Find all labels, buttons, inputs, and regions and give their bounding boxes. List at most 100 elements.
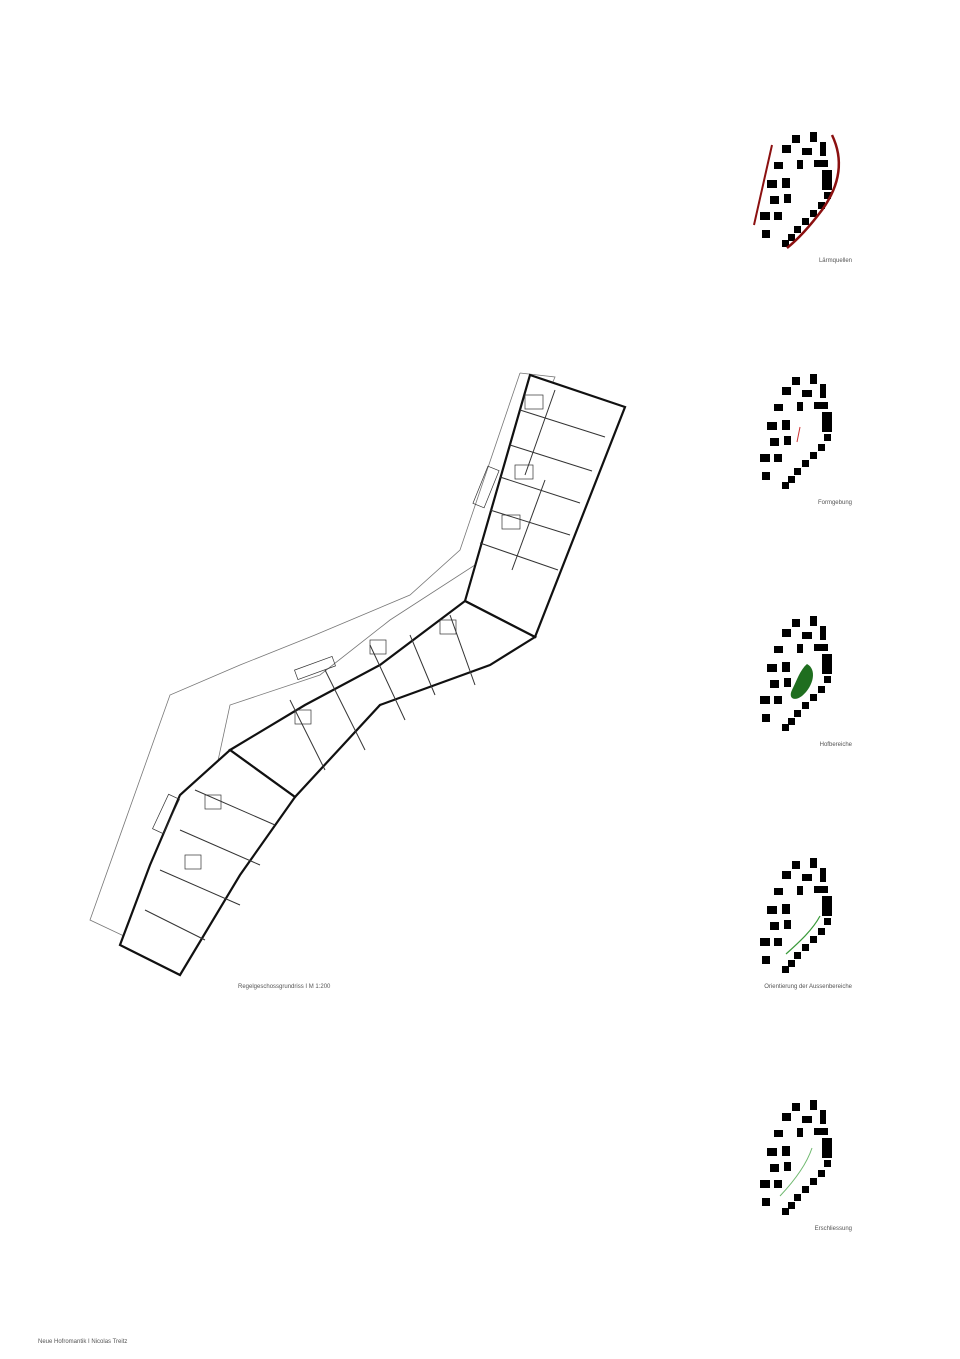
building-block xyxy=(792,377,800,385)
building-block xyxy=(774,1130,783,1137)
building-block xyxy=(774,888,783,895)
building-block xyxy=(802,148,812,155)
diagram-caption-access: Erschliessung xyxy=(814,1226,852,1232)
building-block xyxy=(767,664,777,672)
new-building-block xyxy=(794,952,801,959)
building-block xyxy=(820,626,826,640)
building-block xyxy=(822,896,832,916)
building-block xyxy=(814,1128,828,1135)
building-block xyxy=(782,629,791,637)
noise-road-east xyxy=(786,134,841,249)
building-block xyxy=(792,619,800,627)
building-block xyxy=(802,874,812,881)
building-block xyxy=(814,644,828,651)
new-building-block xyxy=(810,452,817,459)
building-block xyxy=(782,145,791,153)
diagram-caption-form: Formgebung xyxy=(817,500,852,506)
building-block xyxy=(760,1180,770,1188)
new-building-block xyxy=(788,718,795,725)
site-form-icon xyxy=(752,372,852,497)
new-building-block xyxy=(810,694,817,701)
building-block xyxy=(820,384,826,398)
new-building-block xyxy=(824,676,831,683)
building-block xyxy=(770,1164,779,1172)
building-block xyxy=(767,1148,777,1156)
new-building-block xyxy=(802,1186,809,1193)
building-block xyxy=(797,1128,803,1137)
new-building-block xyxy=(788,234,795,241)
new-building-block xyxy=(824,434,831,441)
new-building-block xyxy=(818,444,825,451)
new-building-block xyxy=(782,240,789,247)
diagram-caption-noise: Lärmquellen xyxy=(818,258,852,264)
building-block xyxy=(782,1113,791,1121)
building-block xyxy=(774,696,782,704)
building-block xyxy=(822,1138,832,1158)
building-block xyxy=(810,1100,817,1110)
building-block xyxy=(774,212,782,220)
building-block xyxy=(784,920,791,929)
site-access-icon xyxy=(752,1098,852,1223)
building-block xyxy=(797,644,803,653)
building-block xyxy=(802,390,812,397)
noise-road-west xyxy=(753,144,773,226)
lower-wing xyxy=(118,748,297,977)
building-block xyxy=(770,438,779,446)
new-building-block xyxy=(802,218,809,225)
building-block xyxy=(810,858,817,868)
interior-walls-middle xyxy=(289,614,476,771)
building-block xyxy=(782,1146,790,1156)
diagram-caption-court: Hofbereiche xyxy=(819,742,852,748)
form-arrow xyxy=(796,426,801,443)
building-block xyxy=(810,132,817,142)
upper-wing xyxy=(463,373,627,639)
site-noise-icon xyxy=(752,130,852,255)
building-block xyxy=(802,1116,812,1123)
building-block xyxy=(797,402,803,411)
new-building-block xyxy=(802,944,809,951)
building-block xyxy=(782,662,790,672)
building-block xyxy=(797,160,803,169)
building-block xyxy=(784,194,791,203)
building-block xyxy=(792,135,800,143)
building-block xyxy=(784,436,791,445)
new-building-block xyxy=(818,1170,825,1177)
building-block xyxy=(774,454,782,462)
building-block xyxy=(770,196,779,204)
building-block xyxy=(784,678,791,687)
outdoor-orientation xyxy=(785,915,821,955)
building-block xyxy=(792,1103,800,1111)
new-building-block xyxy=(794,1194,801,1201)
new-building-block xyxy=(802,702,809,709)
building-block xyxy=(774,646,783,653)
new-building-block xyxy=(810,210,817,217)
floor-plan-drawing xyxy=(89,372,627,977)
new-building-block xyxy=(818,928,825,935)
building-block xyxy=(820,868,826,882)
new-building-block xyxy=(788,960,795,967)
building-block xyxy=(774,1180,782,1188)
building-block xyxy=(782,904,790,914)
building-block xyxy=(760,212,770,220)
building-block xyxy=(810,374,817,384)
new-building-block xyxy=(788,1202,795,1209)
staircases xyxy=(152,465,500,835)
new-building-block xyxy=(788,476,795,483)
interior-walls-lower xyxy=(144,789,276,941)
new-building-block xyxy=(802,460,809,467)
building-block xyxy=(760,454,770,462)
new-building-block xyxy=(818,686,825,693)
building-block xyxy=(762,230,770,238)
diagram-caption-orient: Orientierung der Aussenbereiche xyxy=(764,984,852,990)
building-block xyxy=(762,714,770,722)
building-block xyxy=(822,412,832,432)
court-area xyxy=(790,664,814,699)
new-building-block xyxy=(818,202,825,209)
building-block xyxy=(814,886,828,893)
building-block xyxy=(774,162,783,169)
building-block xyxy=(797,886,803,895)
building-block xyxy=(767,422,777,430)
building-block xyxy=(792,861,800,869)
building-block xyxy=(767,180,777,188)
new-building-block xyxy=(794,226,801,233)
